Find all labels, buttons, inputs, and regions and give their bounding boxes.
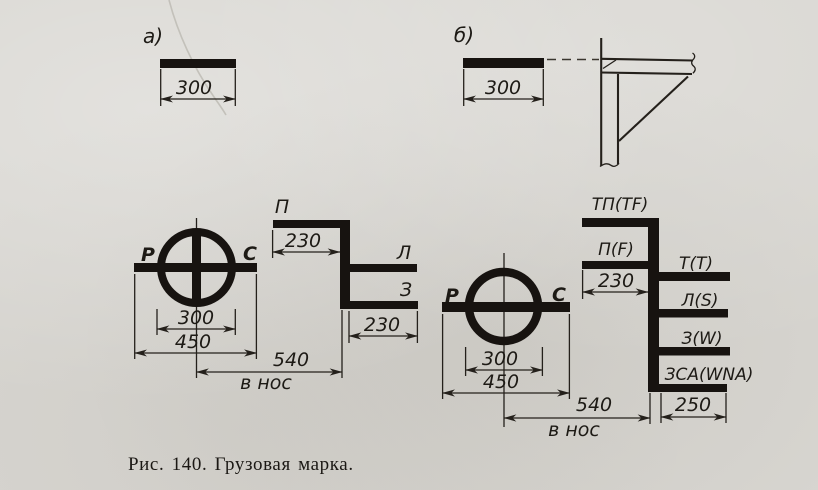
comb-left-width-b: 230 (598, 270, 634, 292)
beam-break-line (691, 52, 696, 74)
letter-c-b: С (552, 284, 566, 306)
bottom-break-line (599, 162, 620, 168)
comb-label-winter-a: З (400, 279, 412, 301)
knee-bracket-diagonal (618, 75, 689, 142)
comb-label-tropical-fresh-b: ТП(TF) (592, 195, 649, 215)
panel-a-label: а) (143, 24, 163, 48)
load-line-disc-b: Р С (442, 253, 570, 427)
disc-cross-bar-a (192, 229, 201, 306)
comb-label-summer-a: Л (396, 242, 411, 264)
comb-bar-winter-b (659, 347, 730, 356)
comb-label-fresh-b: П(F) (598, 240, 634, 260)
comb-left-width-a: 230 (285, 230, 321, 252)
deck-plate-line (600, 71, 693, 76)
comb-bar-tropical-fresh-b (582, 218, 659, 227)
disc-inner-width-a: 300 (178, 307, 214, 329)
comb-label-tropical-b: Т(Т) (679, 254, 713, 274)
comb-bar-tropical-b (659, 272, 730, 281)
comb-vertical-a (340, 220, 350, 309)
disc-horizontal-bar-b (442, 302, 570, 312)
comb-right-width-b: 250 (675, 394, 711, 416)
disc-bar-width-a: 450 (175, 331, 211, 353)
toward-bow-label-b: в нос (548, 419, 600, 441)
comb-right-width-a: 230 (364, 314, 400, 336)
figure-caption: Рис. 140. Грузовая марка. (128, 454, 354, 475)
comb-b: ТП(TF) П(F) Т(Т) Л(S) З(W) ЗСА(WNA) (582, 195, 753, 392)
deck-bracket-structure (599, 38, 696, 168)
comb-bar-fresh-a (273, 220, 348, 228)
toward-bow-label-a: в нос (240, 372, 292, 394)
deck-width-label-b: 300 (485, 77, 521, 99)
letter-p-b: Р (445, 285, 459, 307)
comb-label-summer-b: Л(S) (681, 291, 719, 311)
panel-b-label: б) (454, 23, 474, 47)
comb-bar-summer-a (350, 264, 417, 272)
paper-crease (168, 0, 227, 116)
deck-line-mark-a (160, 59, 236, 68)
comb-bar-fresh-b (582, 261, 648, 269)
comb-bar-summer-b (659, 309, 728, 318)
letter-p-a: Р (141, 244, 155, 266)
disc-offset-a: 540 (273, 349, 309, 371)
deck-line-mark-b (463, 58, 544, 68)
comb-vertical-b (648, 218, 659, 392)
comb-label-winter-north-atlantic-b: ЗСА(WNA) (665, 365, 754, 385)
comb-bar-winter-a (340, 301, 418, 309)
disc-inner-width-b: 300 (482, 348, 518, 370)
deck-top-line (600, 57, 694, 62)
panel-b: б) 300 Р С 300 (441, 23, 753, 441)
disc-offset-b: 540 (576, 394, 612, 416)
comb-a: П Л З (273, 196, 418, 309)
deck-width-label-a: 300 (176, 77, 212, 99)
comb-label-fresh-a: П (275, 196, 289, 218)
letter-c-a: С (243, 243, 257, 265)
comb-bar-winter-north-atlantic-b (659, 384, 727, 392)
deck-snipe-line (602, 59, 617, 70)
load-line-disc-a: Р С (134, 218, 257, 378)
panel-a: а) 300 Р С 300 450 540 в нос (134, 24, 419, 394)
disc-bar-width-b: 450 (483, 371, 519, 393)
comb-label-winter-b: З(W) (682, 329, 723, 349)
